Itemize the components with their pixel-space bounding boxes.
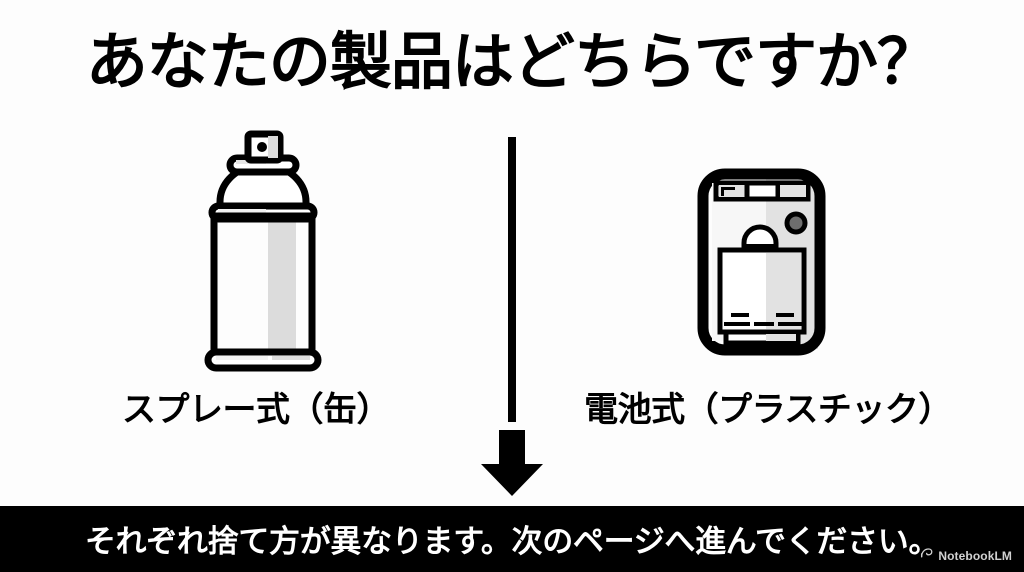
option-right-caption: 電池式（プラスチック） [584,391,952,429]
down-arrow-icon [481,430,543,496]
battery-device-illustration [690,165,840,360]
notebooklm-logo-icon [920,547,933,565]
option-left-caption: スプレー式（缶） [122,391,391,429]
vertical-divider [508,137,516,422]
watermark: NotebookLM [920,547,1012,565]
banner-message: それぞれ捨て方が異なります。次のページへ進んでください。 [84,524,940,559]
watermark-label: NotebookLM [938,549,1012,563]
battery-device-icon [697,168,826,356]
page-title: あなたの製品はどちらですか？ [85,28,939,97]
spray-can-icon [204,130,322,372]
bottom-banner: それぞれ捨て方が異なります。次のページへ進んでください。 NotebookLM [0,506,1024,572]
spray-can-illustration [180,130,345,380]
